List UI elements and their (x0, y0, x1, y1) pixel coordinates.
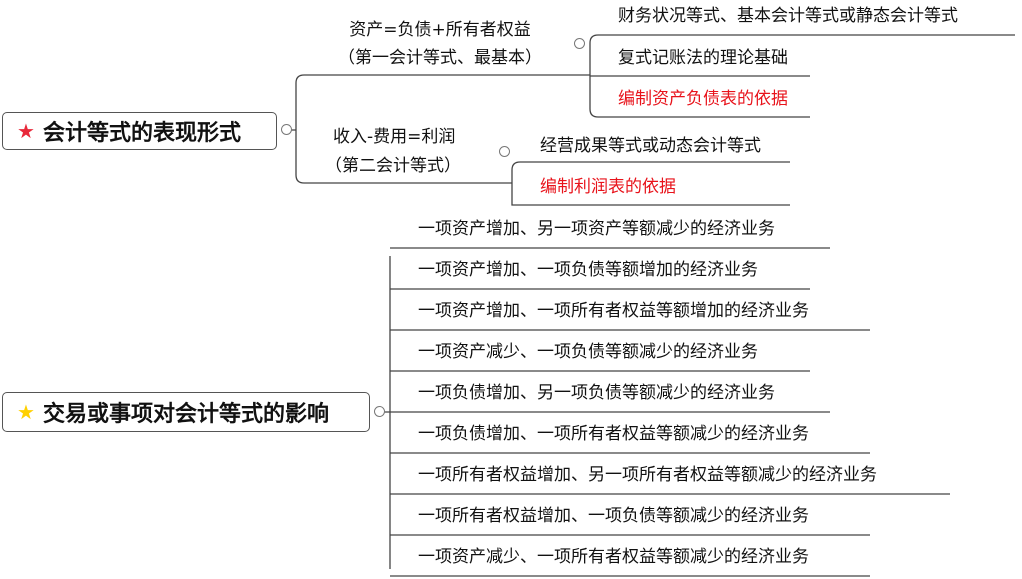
branch2-bracket (511, 161, 790, 206)
branch1-formula[interactable]: 资产=负债+所有者权益 (349, 20, 531, 40)
collapse-toggle[interactable] (281, 124, 292, 135)
branch2-child[interactable]: 经营成果等式或动态会计等式 (540, 136, 761, 156)
transaction-item[interactable]: 一项所有者权益增加、另一项所有者权益等额减少的经济业务 (418, 465, 877, 485)
root-node-label: 交易或事项对会计等式的影响 (42, 402, 329, 427)
root-node-accounting-equation-forms[interactable]: ★ 会计等式的表现形式 (2, 112, 277, 150)
transaction-item[interactable]: 一项资产增加、一项所有者权益等额增加的经济业务 (418, 301, 809, 321)
transaction-item[interactable]: 一项资产增加、一项负债等额增加的经济业务 (418, 260, 758, 280)
branch1-note: （第一会计等式、最基本） (338, 48, 542, 68)
branch1-child[interactable]: 复式记账法的理论基础 (618, 48, 788, 68)
transaction-item[interactable]: 一项负债增加、一项所有者权益等额减少的经济业务 (418, 424, 809, 444)
branch1-bracket (589, 34, 1015, 118)
branch2-child[interactable]: 编制利润表的依据 (540, 177, 676, 197)
transaction-item[interactable]: 一项资产减少、一项负债等额减少的经济业务 (418, 342, 758, 362)
collapse-toggle[interactable] (499, 146, 510, 157)
collapse-toggle[interactable] (374, 406, 385, 417)
branch1-child[interactable]: 财务状况等式、基本会计等式或静态会计等式 (618, 6, 958, 26)
transaction-item[interactable]: 一项资产减少、一项所有者权益等额减少的经济业务 (418, 547, 809, 567)
item-underlines (380, 247, 950, 577)
transaction-item[interactable]: 一项资产增加、另一项资产等额减少的经济业务 (418, 219, 775, 239)
yellow-star-icon: ★ (17, 400, 35, 424)
branch1-child[interactable]: 编制资产负债表的依据 (618, 89, 788, 109)
collapse-toggle[interactable] (574, 38, 585, 49)
transaction-item[interactable]: 一项所有者权益增加、一项负债等额减少的经济业务 (418, 506, 809, 526)
transaction-item[interactable]: 一项负债增加、另一项负债等额减少的经济业务 (418, 383, 775, 403)
branch2-note: （第二会计等式） (325, 156, 461, 176)
root-node-transaction-effects[interactable]: ★ 交易或事项对会计等式的影响 (2, 392, 370, 432)
root2-bracket (380, 247, 950, 577)
branch2-formula[interactable]: 收入-费用=利润 (333, 127, 456, 147)
red-star-icon: ★ (17, 119, 35, 143)
root-node-label: 会计等式的表现形式 (42, 121, 241, 146)
